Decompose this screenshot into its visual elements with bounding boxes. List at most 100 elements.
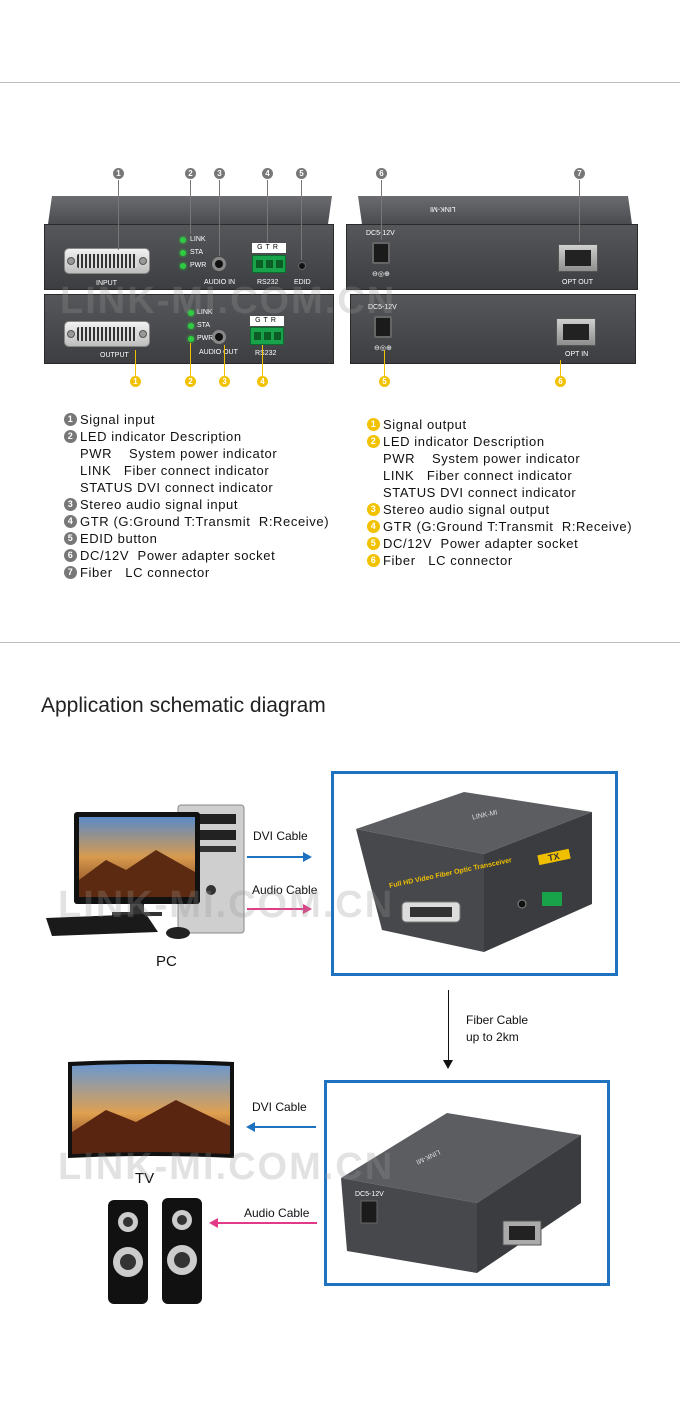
opt-out-port (558, 244, 598, 272)
rx-link-label: LINK (197, 309, 213, 316)
rear-brand-top: LINK-MI (430, 205, 456, 212)
dc-polarity-bottom: ⊖◎⊕ (374, 345, 392, 352)
rs232-label: RS232 (257, 279, 279, 286)
rx-sta-led (188, 323, 194, 329)
tv-icon (68, 1060, 234, 1158)
rx-callout-6: 6 (555, 376, 566, 387)
receiver-frame: LINK-MI DC5-12V OPT IN (324, 1080, 610, 1286)
link-led-label: LINK (190, 236, 206, 243)
rx-callout-4: 4 (257, 376, 268, 387)
rx-rs232-label: RS232 (255, 350, 277, 357)
fiber-line (448, 990, 449, 1062)
fiber-cable-label: Fiber Cable (466, 1013, 529, 1027)
middle-divider (0, 642, 680, 643)
transmitter-frame: LINK-MI Full HD Video Fiber Optic Transc… (331, 771, 618, 976)
watermark-top: LINK-MI.COM.CN (60, 280, 397, 322)
fiber-arrowhead (443, 1060, 453, 1069)
legend-subitem: LINK Fiber connect indicator (383, 468, 573, 483)
rx-rs232-terminal (250, 327, 284, 345)
fiber-distance-label: up to 2km (466, 1030, 519, 1044)
rx-pwr-led (188, 336, 194, 342)
tv-dvi-cable-label: DVI Cable (252, 1100, 307, 1114)
pc-label: PC (156, 953, 177, 970)
rx-link-led (188, 310, 194, 316)
legend-subitem: STATUS DVI connect indicator (383, 485, 577, 500)
rs232-terminal (252, 255, 286, 273)
rx-gtr-label: GTR (250, 316, 284, 326)
rx-box-opt-in-label: OPT IN (511, 1249, 535, 1256)
rx-pwr-label: PWR (197, 335, 214, 342)
output-label: OUTPUT (100, 352, 129, 359)
pwr-led-label: PWR (190, 262, 207, 269)
speaker-audio-arrow (217, 1222, 317, 1224)
legend-subitem: LINK Fiber connect indicator (80, 463, 270, 478)
sta-led-label: STA (190, 249, 204, 256)
rx-callout-5: 5 (379, 376, 390, 387)
watermark-bottom: LINK-MI.COM.CN (58, 1146, 395, 1188)
link-led (180, 237, 186, 243)
pc-audio-cable-label: Audio Cable (252, 883, 318, 897)
pc-dvi-cable-label: DVI Cable (253, 829, 308, 843)
pc-audio-arrowhead (303, 904, 312, 914)
gtr-label: GTR (252, 243, 286, 253)
legend-subitem: STATUS DVI connect indicator (80, 480, 274, 495)
speaker-audio-arrowhead (209, 1218, 218, 1228)
audio-in-jack (212, 257, 226, 271)
opt-out-label: OPT OUT (562, 279, 593, 286)
opt-in-label: OPT IN (565, 351, 589, 358)
callout-2: 2 (185, 168, 196, 179)
dc-polarity-top: ⊖◎⊕ (372, 271, 390, 278)
dvi-output-port (64, 321, 150, 347)
legend-subitem: PWR System power indicator (80, 446, 278, 461)
rx-callout-1: 1 (130, 376, 141, 387)
dc-label-top: DC5-12V (366, 230, 395, 237)
edid-label: EDID (294, 279, 311, 286)
pwr-led (180, 263, 186, 269)
callout-3: 3 (214, 168, 225, 179)
section-title: Application schematic diagram (41, 694, 326, 717)
dvi-input-port (64, 248, 150, 274)
speakers-icon (108, 1198, 202, 1304)
legend-subitem: PWR System power indicator (383, 451, 581, 466)
callout-1: 1 (113, 168, 124, 179)
dc-socket-bottom (374, 316, 392, 338)
opt-in-port (556, 318, 596, 346)
audio-in-label: AUDIO IN (204, 279, 236, 286)
speaker-audio-cable-label: Audio Cable (244, 1206, 310, 1220)
callout-5: 5 (296, 168, 307, 179)
pc-audio-arrow (247, 908, 305, 910)
watermark-middle: LINK-MI.COM.CN (58, 884, 395, 926)
callout-6: 6 (376, 168, 387, 179)
pc-icon (46, 804, 245, 939)
tv-dvi-arrow (254, 1126, 316, 1128)
receiver-icon (341, 1113, 581, 1273)
transmitter-icon (356, 792, 592, 952)
audio-out-jack (212, 330, 226, 344)
callout-7: 7 (574, 168, 585, 179)
rx-sta-label: STA (197, 322, 211, 329)
dc-label-bottom: DC5-12V (368, 304, 397, 311)
tv-label: TV (135, 1170, 155, 1187)
dc-socket-top (372, 242, 390, 264)
sta-led (180, 250, 186, 256)
tv-dvi-arrowhead (246, 1122, 255, 1132)
pc-dvi-arrow (247, 856, 305, 858)
rx-box-dc-label: DC5-12V (355, 1191, 384, 1198)
rx-callout-3: 3 (219, 376, 230, 387)
pc-dvi-arrowhead (303, 852, 312, 862)
edid-button (298, 262, 306, 270)
